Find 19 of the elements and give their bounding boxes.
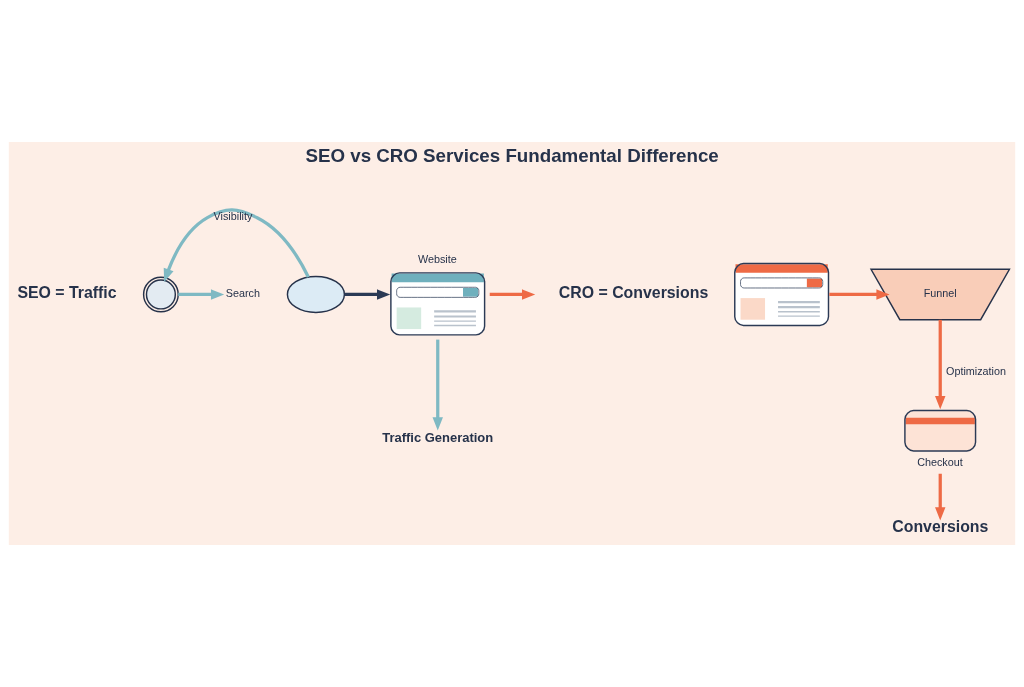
node-text: Conversions: [892, 518, 989, 536]
diagram-title: SEO vs CRO Services Fundamental Difference: [305, 145, 719, 167]
node-cloud: [286, 275, 346, 314]
arrow: [489, 289, 536, 300]
node-label: Checkout: [917, 456, 963, 469]
arrow: [935, 473, 946, 521]
edge-label: Optimization: [946, 365, 1007, 378]
label: SEO = Traffic: [17, 283, 117, 301]
node-text: Search: [225, 287, 261, 299]
node-label: Website: [417, 252, 457, 265]
arrow: [935, 319, 946, 410]
arrow: [178, 289, 225, 300]
label: CRO = Conversions: [558, 283, 709, 301]
arrow: [432, 339, 443, 431]
edge-label: Visibility: [213, 209, 253, 222]
node-text: Traffic Generation: [382, 429, 494, 445]
arrow: [344, 289, 391, 300]
arrow: [829, 289, 890, 300]
arrow: [163, 208, 310, 282]
